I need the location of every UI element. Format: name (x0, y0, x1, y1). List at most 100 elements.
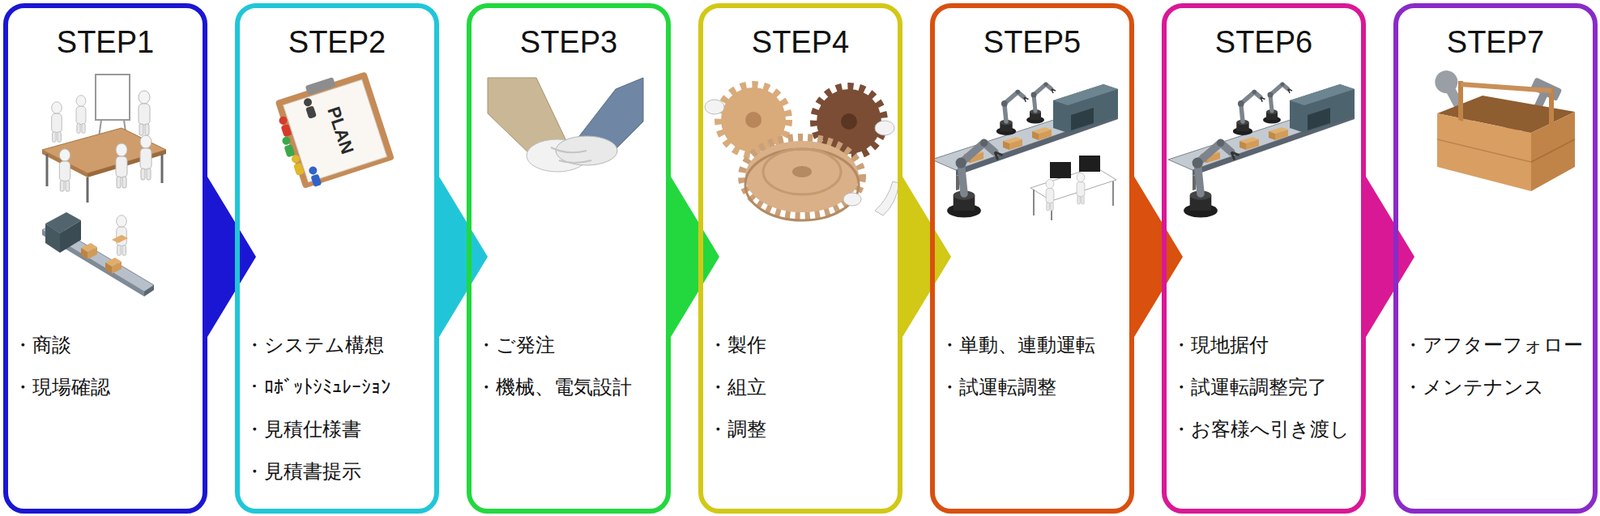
meeting-illustration (42, 74, 167, 203)
conveyor-illustration-part (105, 262, 112, 274)
conveyor-illustration-part (144, 285, 154, 297)
robot-line-illustration-part (1032, 189, 1035, 216)
plan-clipboard-illustration-part (283, 144, 295, 158)
step-item: ・現地据付 (1171, 324, 1358, 367)
bullet-list: ・アフターフォロー・メンテナンス (1403, 324, 1590, 409)
plan-clipboard-illustration-part (293, 162, 305, 175)
conveyor-illustration-part (59, 220, 82, 253)
step-item: ・商談 (12, 324, 200, 367)
installed-line-illustration (1168, 82, 1355, 218)
gears-illustration-part (874, 120, 895, 136)
step-box: STEP5 ・単動、連動運転・試運転調整 (930, 3, 1135, 514)
step-arrow (900, 172, 952, 342)
step-box: STEP2・システム構想・ﾛﾎﾞｯﾄｼﾐｭﾚｰｼｮﾝ・見積仕様書・見積書提示 (234, 3, 440, 514)
gears-illustration-part (792, 166, 812, 178)
toolbox-illustration-part (1548, 87, 1554, 125)
bullet-list: ・商談・現場確認 (12, 324, 200, 409)
gears-illustration-part (763, 149, 841, 195)
robot-line-illustration-part (1076, 172, 1085, 205)
step-item: ・単動、連動運転 (939, 324, 1127, 367)
gears-illustration (704, 85, 900, 221)
robot-line-illustration-part (1112, 181, 1114, 206)
plan-clipboard-illustration-part (307, 165, 319, 176)
handshake-illustration-part (558, 160, 592, 163)
step-arrow (1131, 172, 1183, 342)
plan-clipboard-illustration-part (310, 174, 322, 188)
toolbox-illustration-part (1430, 66, 1462, 98)
robot-line-illustration-part (1049, 162, 1071, 179)
plan-clipboard-illustration-part (283, 79, 388, 183)
toolbox-illustration-part (1531, 139, 1575, 163)
step-heading: STEP4 (703, 23, 898, 61)
conveyor-illustration-part (45, 223, 60, 253)
step-item: ・試運転調整 (939, 366, 1127, 409)
gears-illustration-part (843, 192, 862, 206)
step-item: ・組立 (708, 366, 895, 409)
meeting-illustration-part (115, 143, 128, 188)
meeting-illustration-part (86, 177, 90, 203)
handshake-illustration-part (550, 147, 587, 153)
step-arrow (1363, 172, 1415, 342)
step-box: STEP3 ・ご発注・機械、電気設計 (466, 3, 671, 514)
meeting-illustration-part (138, 90, 150, 136)
gears-illustration-part (719, 85, 788, 154)
meeting-illustration-part (76, 95, 86, 134)
plan-clipboard-illustration-part (277, 115, 289, 126)
plan-clipboard-illustration-part (305, 76, 337, 96)
toolbox-illustration-part (1437, 113, 1532, 192)
step-item: ・製作 (708, 324, 895, 367)
bullet-list: ・現地据付・試運転調整完了・お客様へ引き渡し (1171, 324, 1358, 451)
meeting-illustration-part (51, 102, 63, 143)
step-item: ・ご発注 (476, 324, 663, 367)
gears-illustration-part (745, 111, 762, 128)
handshake-illustration (487, 77, 644, 172)
conveyor-illustration-part (81, 247, 88, 260)
step-heading: STEP5 (934, 23, 1130, 61)
plan-clipboard-illustration-part (275, 71, 395, 189)
plan-clipboard-illustration-part (305, 105, 317, 119)
step-heading: STEP1 (8, 23, 203, 61)
gears-illustration-part (816, 89, 882, 154)
gears-illustration-part (840, 113, 858, 130)
toolbox-illustration (1430, 66, 1575, 192)
conveyor-illustration-part (87, 247, 98, 260)
step-arrow (204, 172, 256, 342)
step-item: ・アフターフォロー (1403, 324, 1590, 367)
step-arrow (668, 172, 720, 342)
plan-clipboard-illustration-part (290, 153, 302, 165)
step-item: ・お客様へ引き渡し (1171, 408, 1358, 451)
robot-line-illustration (931, 82, 1118, 222)
step-item: ・調整 (708, 408, 895, 451)
toolbox-illustration-part (1531, 111, 1575, 192)
conveyor-illustration-part (111, 261, 122, 274)
plan-clipboard-illustration-part (281, 135, 292, 146)
gears-illustration-part (704, 99, 725, 115)
meeting-illustration-part (95, 74, 130, 120)
toolbox-illustration-part (1437, 139, 1532, 163)
conveyor-illustration-part (42, 224, 154, 292)
bullet-list: ・単動、連動運転・試運転調整 (939, 324, 1127, 409)
conveyor-illustration (42, 212, 154, 297)
step-item: ・見積仕様書 (244, 408, 431, 451)
step-box: STEP7・アフターフォロー・メンテナンス (1393, 3, 1598, 514)
plan-clipboard-illustration (268, 66, 396, 192)
gears-illustration-part (745, 149, 859, 221)
robot-line-illustration-part (931, 82, 1118, 218)
toolbox-illustration-part (1458, 81, 1464, 122)
gears-illustration-part (743, 139, 861, 214)
installed-line-illustration-part (1168, 82, 1355, 218)
bullet-list: ・製作・組立・調整 (708, 324, 895, 451)
step-box: STEP6・現地据付・試運転調整完了・お客様へ引き渡し (1161, 3, 1366, 514)
bullet-list: ・システム構想・ﾛﾎﾞｯﾄｼﾐｭﾚｰｼｮﾝ・見積仕様書・見積書提示 (244, 324, 431, 493)
robot-line-illustration-part (1045, 179, 1054, 211)
step-heading: STEP3 (471, 23, 666, 61)
gears-illustration-part (721, 87, 786, 153)
meeting-illustration-part (46, 153, 49, 187)
toolbox-illustration-part (1460, 84, 1552, 91)
step-item: ・ﾛﾎﾞｯﾄｼﾐｭﾚｰｼｮﾝ (244, 366, 431, 409)
step-item: ・機械、電気設計 (476, 366, 663, 409)
robot-line-illustration-part (1030, 166, 1117, 201)
